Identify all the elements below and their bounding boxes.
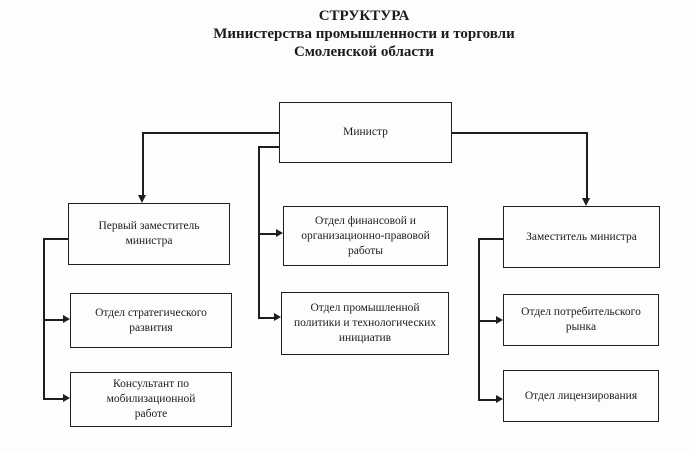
connector-middle-trunk-v [258,146,260,318]
node-mobilization-consultant: Консультант по мобилизационной работе [70,372,232,427]
node-licensing-dept: Отдел лицензирования [503,370,659,422]
connector-trunk-to-mobilization-h [43,398,63,400]
node-industrial-policy-dept: Отдел промышленной политики и технологич… [281,292,449,355]
node-first-deputy-minister-label: Первый заместитель министра [98,220,200,247]
node-mobilization-consultant-label: Консультант по мобилизационной работе [106,378,196,420]
node-deputy-minister: Заместитель министра [503,206,660,268]
node-strategic-development-dept: Отдел стратегического развития [70,293,232,348]
chart-title: СТРУКТУРА Министерства промышленности и … [213,8,515,60]
node-strategic-development-dept-label: Отдел стратегического развития [95,306,207,334]
arrowhead-to-mobilization-icon [63,394,70,402]
node-consumer-market-dept: Отдел потребительского рынка [503,294,659,346]
node-deputy-minister-label: Заместитель министра [526,230,637,243]
node-finance-legal-dept: Отдел финансовой и организационно-правов… [283,206,448,266]
node-minister: Министр [279,102,452,163]
connector-trunk-to-finance-dept-h [258,233,276,235]
connector-minister-to-first-deputy-v [142,132,144,195]
connector-minister-to-first-deputy-h [142,132,279,134]
connector-first-deputy-trunk-v [43,238,45,399]
connector-deputy-trunk-v [478,238,480,400]
connector-first-deputy-trunk-h [43,238,68,240]
connector-trunk-to-consumer-dept-h [478,320,496,322]
arrowhead-to-industrial-dept-icon [274,313,281,321]
node-first-deputy-minister: Первый заместитель министра [68,203,230,265]
connector-minister-to-deputy-h [452,132,587,134]
node-consumer-market-dept-label: Отдел потребительского рынка [521,306,641,333]
connector-trunk-to-licensing-dept-h [478,399,496,401]
node-licensing-dept-label: Отдел лицензирования [524,389,638,402]
connector-trunk-to-industrial-dept-h [258,317,274,319]
arrowhead-to-deputy-icon [582,198,590,206]
arrowhead-to-consumer-dept-icon [496,316,503,324]
arrowhead-to-first-deputy-icon [138,195,146,203]
connector-minister-to-middle-trunk-h [258,146,279,148]
arrowhead-to-strategic-dept-icon [63,315,70,323]
connector-deputy-trunk-h [478,238,503,240]
node-industrial-policy-dept-label: Отдел промышленной политики и технологич… [293,302,437,344]
arrowhead-to-licensing-dept-icon [496,395,503,403]
node-minister-label: Министр [343,126,388,138]
connector-trunk-to-strategic-dept-h [43,319,63,321]
node-finance-legal-dept-label: Отдел финансовой и организационно-правов… [301,214,430,257]
arrowhead-to-finance-dept-icon [276,229,283,237]
connector-minister-to-deputy-v [586,132,588,198]
